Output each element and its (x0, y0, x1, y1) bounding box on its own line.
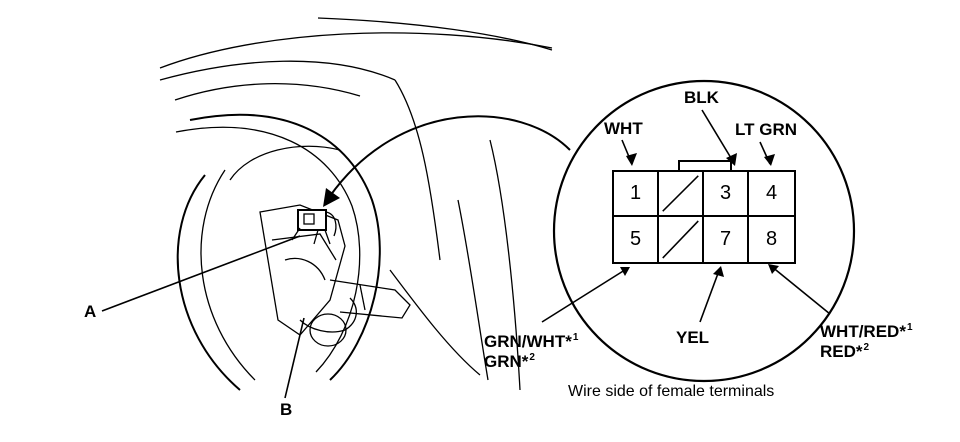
wire-color-terminal-8-line2: RED*2 (820, 342, 870, 361)
callout-a-leader (101, 235, 301, 312)
wire-color-terminal-7: YEL (676, 328, 710, 347)
wire-color-terminal-4: LT GRN (735, 120, 798, 139)
wire-color-terminal-5-line1: GRN/WHT*1 (484, 332, 579, 351)
callout-b-leader (284, 317, 305, 399)
wire-color-terminal-8-line1: WHT/RED*1 (820, 322, 913, 341)
connector-caption: Wire side of female terminals (568, 383, 775, 400)
grnwht-leader (541, 267, 629, 323)
leader-lines (101, 109, 831, 399)
connector-zoom-arrow (329, 115, 571, 197)
terminal-8: 8 (765, 228, 778, 250)
callout-b-label: B (280, 400, 293, 419)
terminal-7: 7 (704, 217, 749, 262)
connector-terminal-grid: 1 3 4 5 7 8 (612, 170, 796, 264)
zoom-arrowhead (323, 188, 340, 207)
terminal-3: 3 (704, 172, 749, 217)
terminal-blank (659, 172, 704, 217)
terminal-5: 5 (614, 217, 659, 262)
blk-leader (701, 109, 735, 164)
terminal-4: 4 (749, 172, 794, 217)
connector-lock-tab (678, 160, 732, 171)
callout-a-label: A (84, 302, 97, 321)
wire-color-terminal-1: WHT (604, 119, 643, 138)
vehicle-steering-column-illustration (159, 17, 553, 391)
wire-color-terminal-5-line2: GRN*2 (484, 352, 535, 371)
terminal-1: 1 (614, 172, 659, 217)
connector-zoom-circle (552, 79, 856, 383)
wire-color-terminal-3: BLK (684, 88, 719, 107)
yel-leader (699, 267, 721, 323)
terminal-blank (659, 217, 704, 262)
whtred-leader (770, 265, 831, 315)
